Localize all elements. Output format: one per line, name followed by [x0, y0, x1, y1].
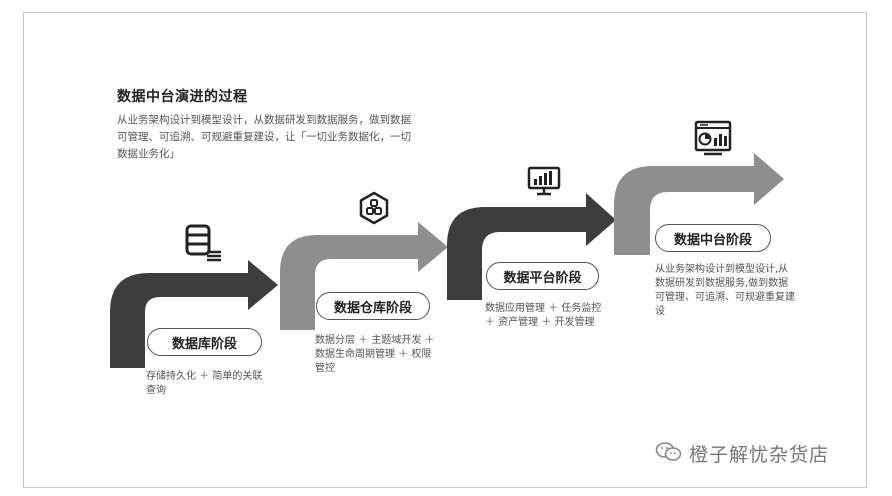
stage-2-desc: 数据分层 ＋ 主题域开发 ＋ 数据生命周期管理 ＋ 权限管控	[315, 335, 435, 374]
stage-4-desc: 从业务架构设计到模型设计,从数据研发到数据服务,做到数据可管理、可追溯、可规避重…	[655, 264, 795, 317]
monitor-bar-chart-icon	[527, 166, 561, 200]
stage-arrow-4	[614, 153, 784, 255]
stage-3-label: 数据平台阶段	[486, 262, 599, 290]
stage-arrow-3	[447, 193, 616, 300]
stage-arrow-1	[110, 260, 278, 368]
stage-1-label: 数据库阶段	[147, 328, 262, 356]
stage-3-desc: 数据应用管理 ＋ 任务监控 ＋ 资产管理 ＋ 开发管理	[485, 303, 602, 328]
warehouse-hexagon-icon	[357, 191, 391, 229]
wechat-icon	[655, 441, 683, 467]
watermark-text: 橙子解忧杂货店	[689, 444, 830, 466]
stage-2-label: 数据仓库阶段	[316, 292, 430, 320]
stage-4-label: 数据中台阶段	[655, 224, 771, 252]
watermark: 橙子解忧杂货店	[655, 440, 829, 467]
stage-1-desc: 存储持久化 ＋ 简单的关联查询	[146, 371, 263, 396]
stage-arrow-2	[280, 222, 448, 330]
diagram-title: 数据中台演进的过程	[117, 89, 248, 105]
database-icon	[183, 222, 223, 266]
dashboard-icon	[694, 120, 732, 160]
diagram-intro: 从业务架构设计到模型设计，从数据研发到数据服务，做到数据可管理、可追溯、可规避重…	[117, 114, 411, 160]
